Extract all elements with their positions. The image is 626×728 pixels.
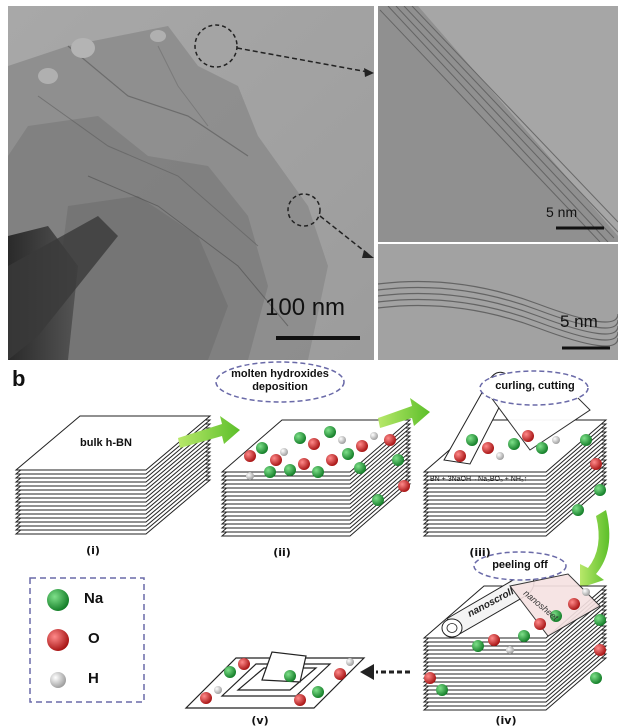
stack-v <box>184 651 366 709</box>
tem-inset-top <box>378 6 618 242</box>
scalebar-inset-top-label: 5 nm <box>546 204 578 220</box>
legend-o-label: O <box>88 630 100 647</box>
bubble-curling-text: curling, cutting <box>495 380 575 392</box>
caption-iii: (iii) <box>469 546 491 559</box>
schematic-diagram <box>14 361 610 711</box>
molecules-iv <box>424 588 606 696</box>
bubble-molten <box>215 361 345 403</box>
caption-iv: (iv) <box>495 714 517 727</box>
legend-na-label: Na <box>84 590 104 607</box>
tem-main-image <box>8 6 374 360</box>
caption-v: (v) <box>251 714 269 727</box>
bulk-hbn-label: bulk h-BN <box>80 437 132 449</box>
bubble-peeling-text: peeling off <box>492 559 548 571</box>
legend-h-label: H <box>88 670 99 687</box>
bubble-peeling <box>473 551 567 581</box>
scalebar-main-label: 100 nm <box>265 294 346 321</box>
panel-b-label: b <box>12 366 26 391</box>
caption-i: (i) <box>86 544 100 557</box>
stack-ii <box>220 419 412 537</box>
bubble-curling <box>479 370 589 406</box>
molecules-v <box>200 658 354 706</box>
caption-ii: (ii) <box>273 546 291 559</box>
reaction-equation: BN + 3NaOH→Na₃BO₃ + NH₃↑ <box>430 476 528 483</box>
tem-inset-bottom <box>378 244 618 360</box>
molecules-iii <box>454 430 606 516</box>
bubble-molten-text: molten hydroxides deposition <box>231 368 329 393</box>
molecules-ii <box>244 426 410 506</box>
stack-i <box>14 415 212 535</box>
scalebar-inset-bottom-label: 5 nm <box>560 312 598 331</box>
